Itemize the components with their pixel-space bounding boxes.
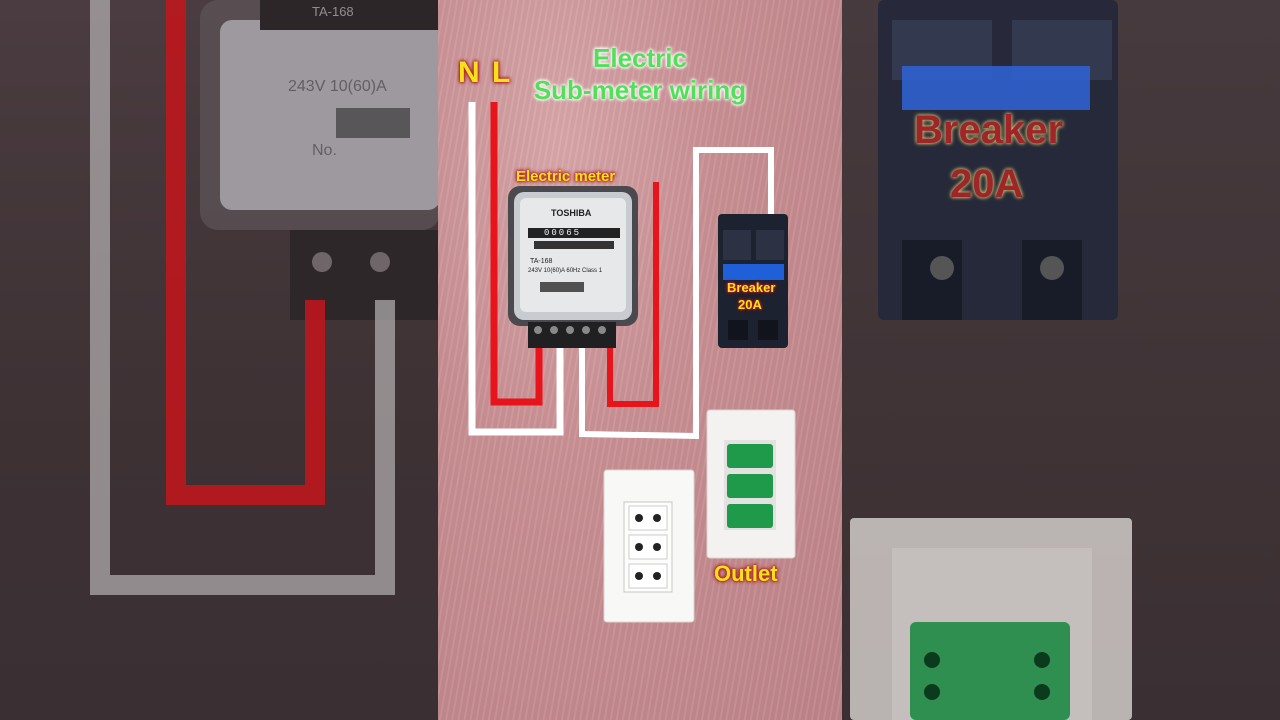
bg-breaker-label-line1: Breaker [914,108,1064,152]
live-wire-supply [490,102,543,406]
breaker-label-line1: Breaker [727,280,776,295]
title-line1: Electric [593,43,687,73]
left-background-panel: 243V 10(60)A TA-168 No. [0,0,438,720]
meter-rating: 243V 10(60)A 60Hz Class 1 [528,268,603,274]
right-background-art [850,0,1132,720]
right-background-panel: Breaker 20A [842,0,1280,720]
electric-meter [508,186,638,348]
outlet-label: Outlet [714,561,778,586]
outlet-plate [603,469,695,623]
neutral-wire-load [579,147,774,440]
meter-model: TA-168 [530,258,553,265]
live-label: L [492,56,511,89]
meter-reading: 00065 [544,228,582,238]
bg-meter-rating: 243V 10(60)A [288,78,387,95]
switch-plate [706,409,796,559]
neutral-wire-supply [468,102,564,436]
meter-brand: TOSHIBA [551,208,592,218]
wiring-diagram [468,102,796,623]
breaker-label-line2: 20A [738,297,762,312]
title-line2: Sub-meter wiring [533,75,747,105]
bg-meter-no: No. [312,142,337,159]
bg-breaker-label-line2: 20A [950,162,1024,206]
meter-label: Electric meter [516,168,616,185]
bg-meter-model: TA-168 [312,4,354,19]
live-wire-load [607,182,659,407]
left-background-art [90,0,438,595]
diagram-panel: Electric Sub-meter wiring N L [438,0,842,720]
circuit-breaker [718,214,788,348]
neutral-label: N [458,56,480,89]
